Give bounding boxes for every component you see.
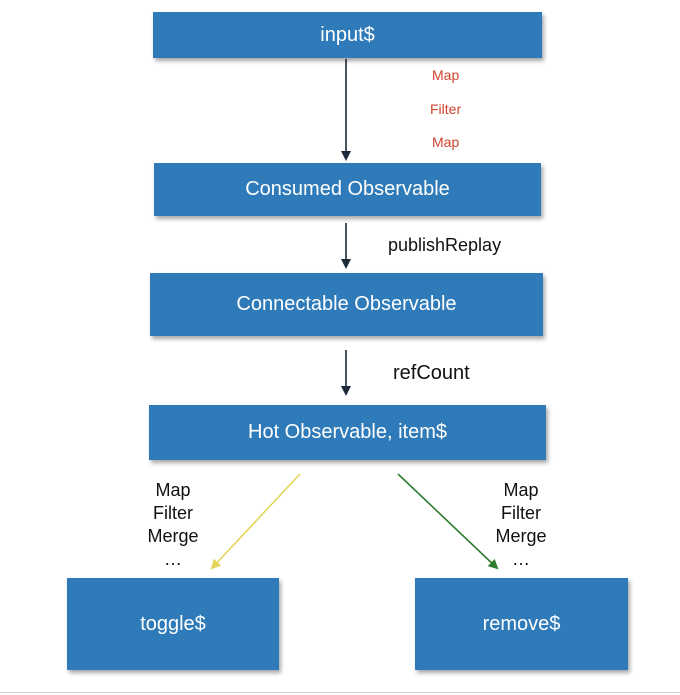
left-operator-merge: Merge bbox=[147, 526, 199, 546]
bottom-divider bbox=[0, 692, 680, 693]
input-observable-label: input$ bbox=[320, 23, 375, 46]
consumed-observable-box: Consumed Observable bbox=[154, 163, 541, 216]
arrow-hot-to-remove bbox=[397, 473, 499, 570]
toggle-observable-box: toggle$ bbox=[67, 578, 279, 670]
left-operator-map: Map bbox=[155, 480, 191, 500]
input-observable-box: input$ bbox=[153, 12, 542, 58]
left-operator-ellipsis: … bbox=[164, 549, 182, 569]
remove-observable-box: remove$ bbox=[415, 578, 628, 670]
operator-map-1: Map bbox=[432, 67, 460, 83]
remove-observable-label: remove$ bbox=[482, 612, 561, 635]
operator-filter: Filter bbox=[430, 101, 462, 117]
right-operator-ellipsis: … bbox=[512, 549, 530, 569]
left-operator-stack: Map Filter Merge … bbox=[138, 479, 208, 571]
consumed-observable-label: Consumed Observable bbox=[245, 178, 450, 200]
connectable-observable-label: Connectable Observable bbox=[236, 293, 457, 315]
right-operator-filter: Filter bbox=[501, 503, 541, 523]
hot-observable-box: Hot Observable, item$ bbox=[149, 405, 546, 460]
hot-observable-label: Hot Observable, item$ bbox=[248, 421, 447, 443]
right-operator-merge: Merge bbox=[495, 526, 547, 546]
toggle-observable-label: toggle$ bbox=[140, 612, 206, 635]
right-operator-map: Map bbox=[503, 480, 539, 500]
arrow-hot-to-toggle bbox=[210, 473, 301, 570]
right-operator-stack: Map Filter Merge … bbox=[486, 479, 556, 571]
operator-publish-replay: publishReplay bbox=[388, 235, 502, 255]
connectable-observable-box: Connectable Observable bbox=[150, 273, 543, 336]
left-operator-filter: Filter bbox=[153, 503, 193, 523]
operator-ref-count: refCount bbox=[393, 362, 470, 384]
operator-map-2: Map bbox=[432, 134, 460, 150]
